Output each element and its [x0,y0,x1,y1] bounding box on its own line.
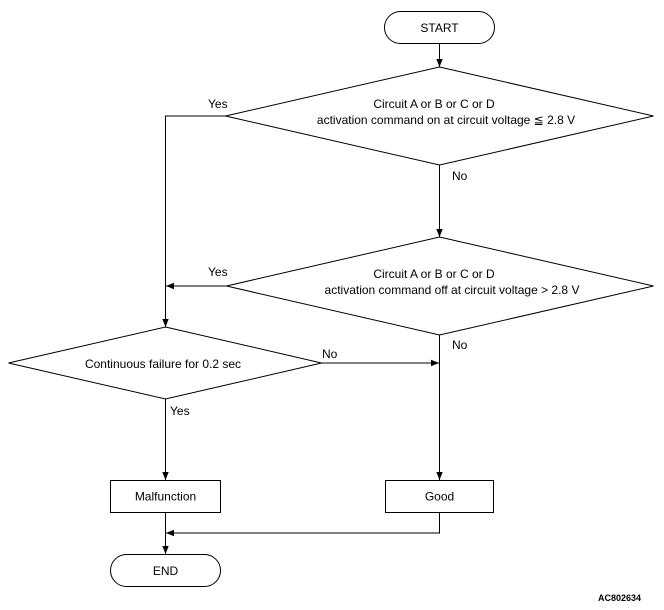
decision1-no-label: No [452,169,468,183]
malfunction-node: Malfunction [110,480,221,513]
decision2-no-label: No [452,338,468,352]
decision1-label-line1: Circuit A or B or C or D [373,97,495,111]
good-label: Good [425,490,454,504]
start-node: START [384,11,495,44]
end-label: END [153,564,179,578]
decision3-no-label: No [322,347,338,361]
decision2-label-line2: activation command off at circuit voltag… [325,283,580,297]
start-label: START [420,21,459,35]
figure-id: AC802634 [598,593,641,603]
decision3-node: Continuous failure for 0.2 sec [8,326,322,400]
good-node: Good [385,480,494,513]
end-node: END [110,554,221,587]
decision2-yes-label: Yes [208,265,228,279]
decision2-node: Circuit A or B or C or D activation comm… [226,236,654,336]
decision1-label-line2: activation command on at circuit voltage… [317,113,575,127]
decision1-node: Circuit A or B or C or D activation comm… [225,66,654,166]
decision3-yes-label: Yes [170,404,190,418]
decision1-yes-label: Yes [208,97,228,111]
malfunction-label: Malfunction [135,490,196,504]
edge-decision1-yes [162,115,226,327]
decision3-label: Continuous failure for 0.2 sec [85,357,241,371]
edge-good-to-merge [166,513,440,537]
decision2-label-line1: Circuit A or B or C or D [373,267,495,281]
